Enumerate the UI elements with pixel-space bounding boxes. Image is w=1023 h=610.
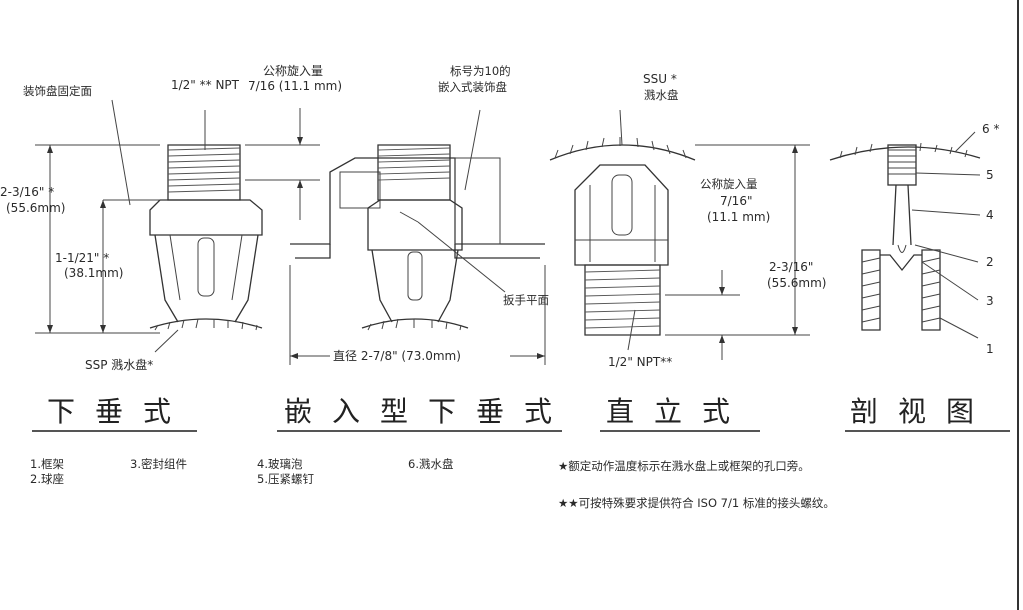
upright-height-label-b: (55.6mm) [767, 276, 827, 290]
pendent-escutcheon-label: 装饰盘固定面 [23, 84, 92, 98]
upright-engagement-label-a: 公称旋入量 [700, 177, 758, 191]
pendent-height2-label-b: (38.1mm) [64, 266, 124, 280]
recessed-escutcheon-label-b: 嵌入式装饰盘 [438, 80, 507, 94]
pendent-height2-label-a: 1-1/21" * [55, 251, 110, 265]
legend-item-1: 1.框架 [30, 457, 64, 471]
pendent-height-label-b: (55.6mm) [6, 201, 66, 215]
legend-item-4: 4.玻璃泡 [257, 457, 303, 471]
upright-title: 直立式 [606, 395, 751, 428]
legend-item-2: 2.球座 [30, 472, 64, 486]
legend-item-5: 5.压紧螺钉 [257, 472, 314, 486]
legend-item-6: 6.溅水盘 [408, 457, 454, 471]
pendent-deflector-label: SSP 溅水盘* [85, 358, 154, 372]
upright-thread-label: 1/2" NPT** [608, 355, 673, 369]
callout-6: 6 * [982, 122, 1000, 136]
callout-4: 4 [986, 208, 994, 222]
recessed-title: 嵌入型下垂式 [284, 395, 573, 428]
upright-sprinkler-drawing [549, 109, 810, 360]
wrench-flat-label: 扳手平面 [503, 293, 549, 307]
upright-deflector-label-b: 溅水盘 [644, 88, 679, 102]
recessed-escutcheon-label-a: 标号为10的 [450, 64, 511, 78]
callout-5: 5 [986, 168, 994, 182]
callout-3: 3 [986, 294, 994, 308]
recessed-diameter-label: 直径 2-7/8" (73.0mm) [333, 349, 461, 363]
right-border-line [1017, 0, 1019, 610]
note-star-2: ★★可按特殊要求提供符合 ISO 7/1 标准的接头螺纹。 [558, 496, 835, 510]
upright-height-label-a: 2-3/16" [769, 260, 814, 274]
pendent-sprinkler-drawing [35, 99, 320, 353]
section-title-underline [845, 430, 1010, 432]
pendent-height-label-a: 2-3/16" * [0, 185, 55, 199]
upright-engagement-label-b: 7/16" [720, 194, 753, 208]
upright-title-underline [600, 430, 760, 432]
section-view-drawing [829, 131, 981, 339]
callout-2: 2 [986, 255, 994, 269]
upright-engagement-label-c: (11.1 mm) [707, 210, 771, 224]
pendent-engagement-label-a: 公称旋入量 [263, 64, 324, 78]
recessed-sprinkler-drawing [289, 109, 546, 365]
section-title: 剖视图 [850, 395, 995, 428]
legend-item-3: 3.密封组件 [130, 457, 187, 471]
callout-1: 1 [986, 342, 994, 356]
pendent-title: 下垂式 [47, 395, 192, 428]
upright-deflector-label-a: SSU * [643, 72, 677, 86]
note-star-1: ★额定动作温度标示在溅水盘上或框架的孔口旁。 [558, 459, 810, 473]
pendent-thread-npt-label: 1/2" ** NPT [170, 78, 239, 92]
recessed-title-underline [277, 430, 562, 432]
pendent-engagement-label-b: 7/16 (11.1 mm) [248, 79, 343, 93]
pendent-title-underline [32, 430, 197, 432]
